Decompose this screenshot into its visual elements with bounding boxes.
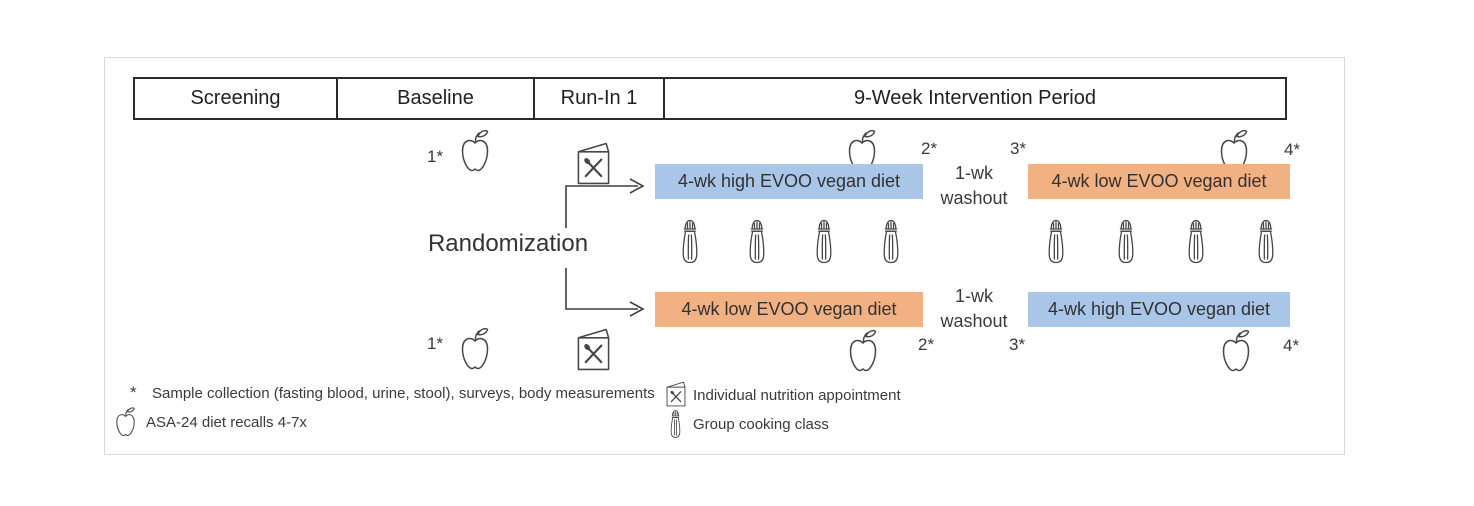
salt-shaker-icon xyxy=(811,218,837,265)
menu-booklet-icon xyxy=(575,140,612,185)
salt-shaker-icon xyxy=(1043,218,1069,265)
salt-shaker-icon xyxy=(677,218,703,265)
washout-label-arm1: 1-wk washout xyxy=(940,163,1008,208)
diet-bar-arm1-low-evoo: 4-wk low EVOO vegan diet xyxy=(1028,164,1290,199)
randomization-label: Randomization xyxy=(427,230,589,257)
apple-icon xyxy=(1219,328,1253,374)
phase-cell-intervention-period: 9-Week Intervention Period xyxy=(663,79,1285,118)
salt-shaker-icon xyxy=(1253,218,1279,265)
salt-shaker-icon xyxy=(1183,218,1209,265)
legend-asterisk: * xyxy=(130,383,137,402)
timepoint-marker-2-arm2: 2* xyxy=(918,335,935,354)
menu-booklet-icon xyxy=(665,380,687,407)
apple-icon xyxy=(458,128,492,174)
timepoint-marker-1-arm1: 1* xyxy=(427,147,444,166)
apple-icon xyxy=(112,406,139,438)
timepoint-marker-4-arm1: 4* xyxy=(1284,140,1301,159)
menu-booklet-icon xyxy=(575,326,612,371)
phase-cell-baseline: Baseline xyxy=(336,79,533,118)
timepoint-marker-2-arm1: 2* xyxy=(921,139,938,158)
salt-shaker-icon xyxy=(1113,218,1139,265)
phase-cell-run-in-1: Run-In 1 xyxy=(533,79,663,118)
salt-shaker-icon xyxy=(667,409,684,439)
figure-frame xyxy=(104,57,1345,455)
timepoint-marker-1-arm2: 1* xyxy=(427,334,444,353)
salt-shaker-icon xyxy=(878,218,904,265)
salt-shaker-icon xyxy=(744,218,770,265)
apple-icon xyxy=(846,328,880,374)
legend-nutrition-appointment: Individual nutrition appointment xyxy=(693,387,901,404)
timepoint-marker-3-arm2: 3* xyxy=(1009,335,1026,354)
apple-icon xyxy=(458,326,492,372)
diet-bar-arm1-high-evoo: 4-wk high EVOO vegan diet xyxy=(655,164,923,199)
legend-cooking-class: Group cooking class xyxy=(693,416,829,433)
phase-cell-screening: Screening xyxy=(190,87,281,109)
diet-bar-arm2-high-evoo: 4-wk high EVOO vegan diet xyxy=(1028,292,1290,327)
timepoint-marker-4-arm2: 4* xyxy=(1283,336,1300,355)
diet-bar-arm2-low-evoo: 4-wk low EVOO vegan diet xyxy=(655,292,923,327)
legend-diet-recalls: ASA-24 diet recalls 4-7x xyxy=(146,414,307,431)
legend-sample-collection: Sample collection (fasting blood, urine,… xyxy=(152,385,655,402)
timepoint-marker-3-arm1: 3* xyxy=(1010,139,1027,158)
washout-label-arm2: 1-wk washout xyxy=(940,286,1008,331)
phase-header-table: Screening Baseline Run-In 1 9-Week Inter… xyxy=(133,77,1287,120)
